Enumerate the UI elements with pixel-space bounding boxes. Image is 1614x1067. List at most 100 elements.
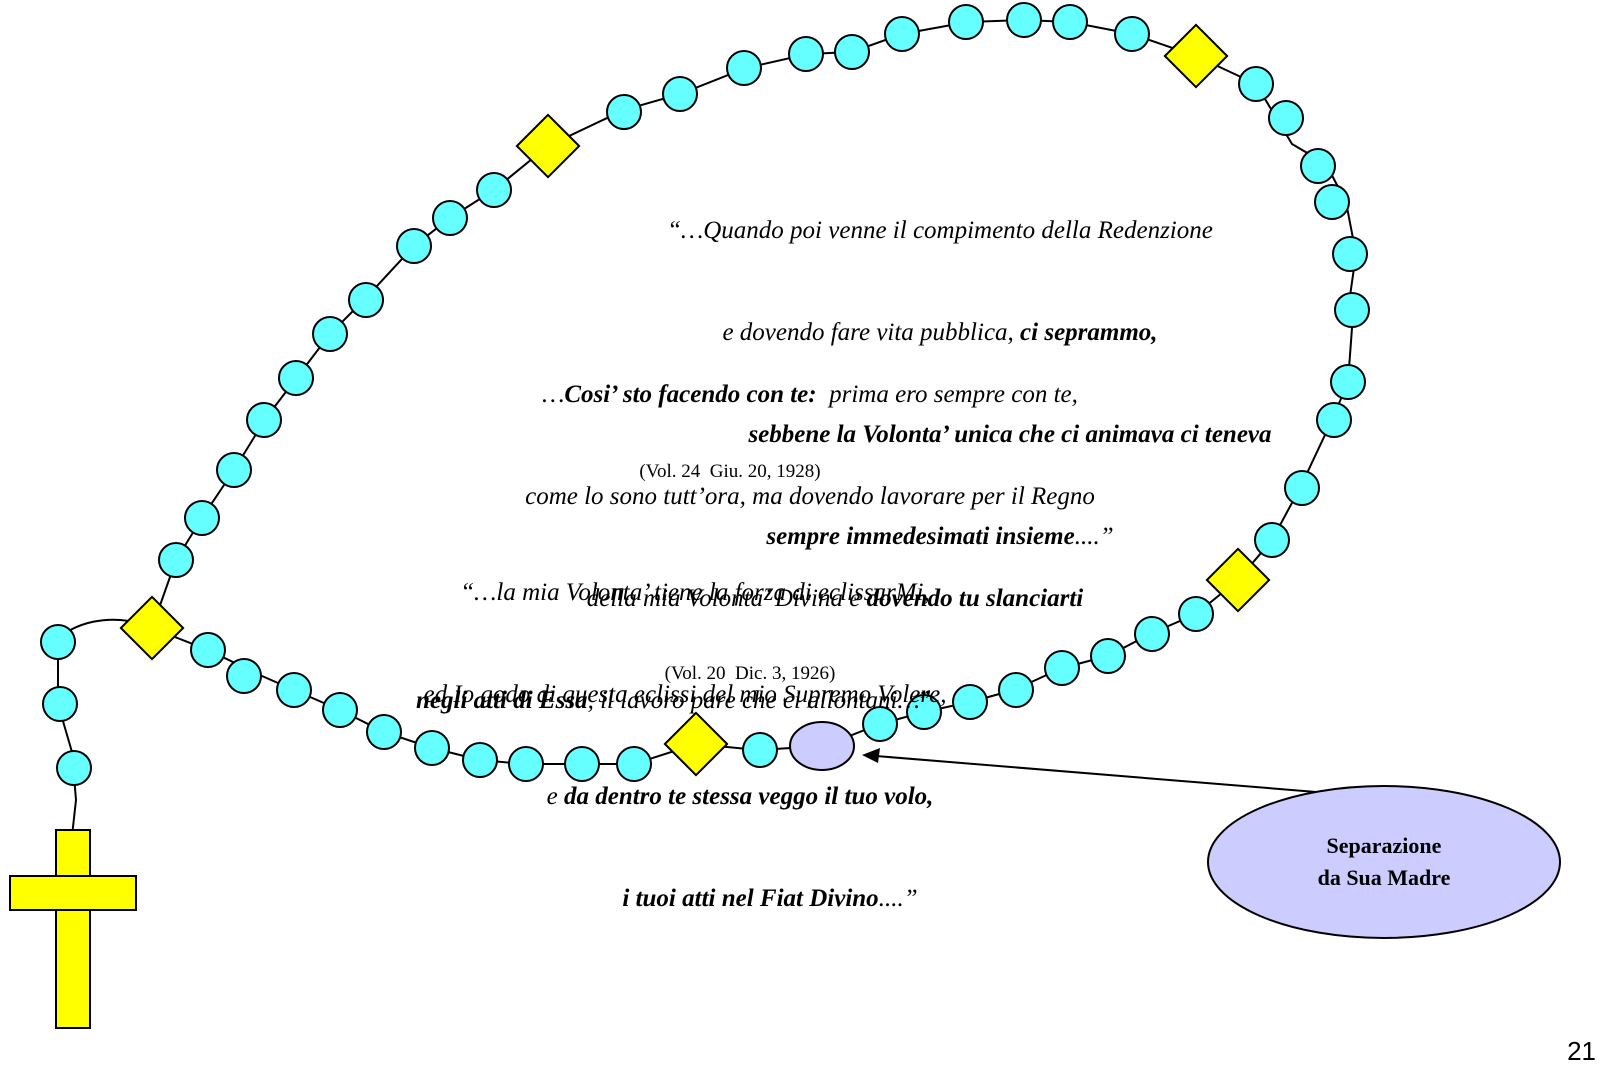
bead	[246, 402, 282, 438]
bead	[884, 16, 920, 52]
cross	[9, 829, 137, 1029]
quote-2-line-4-close: ”	[919, 687, 931, 714]
bead	[616, 746, 652, 782]
quote-2-line-4-bold: negli atti di Essa	[416, 687, 588, 714]
bead	[788, 36, 824, 72]
bead	[1044, 650, 1080, 686]
page-number: 21	[1567, 1036, 1596, 1066]
bead	[190, 632, 226, 668]
quote-2-line-1-prefix: …	[542, 381, 565, 408]
callout-label: Separazione da Sua Madre	[1214, 830, 1554, 894]
bead	[278, 360, 314, 396]
bead	[948, 4, 984, 40]
quote-3-line-3-bold: da dentro te stessa veggo il tuo volo,	[563, 783, 934, 810]
bead	[366, 714, 402, 750]
quote-2-reference: (Vol. 24 Giu. 20, 1928)	[639, 461, 821, 482]
bead	[184, 500, 220, 536]
quote-1-line-4-bold: sempre immedesimati insieme	[766, 523, 1075, 550]
bead	[834, 34, 870, 70]
bead	[432, 200, 468, 236]
bead	[348, 282, 384, 318]
quote-2-line-3: della mia Volonta’ Divina e dovendo tu s…	[380, 582, 1240, 616]
bead	[862, 706, 898, 742]
quote-3-line-3: e da dentro te stessa veggo il tuo volo,	[330, 780, 1190, 814]
bead	[1178, 596, 1214, 632]
bead	[742, 732, 778, 768]
bead	[998, 672, 1034, 708]
bead	[276, 672, 312, 708]
quote-1-line-2: e dovendo fare vita pubblica, ci sepramm…	[560, 316, 1320, 350]
quote-3-line-4-bold: i tuoi atti nel Fiat Divino	[622, 885, 879, 912]
pendant-bead	[40, 624, 76, 660]
bead	[1334, 292, 1370, 328]
pendant-bead	[42, 686, 78, 722]
quote-3-reference: (Vol. 20 Dic. 3, 1926)	[664, 663, 836, 684]
bead	[1300, 148, 1336, 184]
quote-2-line-1-bold: Cosi’ sto facendo con te:	[564, 381, 817, 408]
quote-1-line-4-text: ....”	[1074, 523, 1114, 550]
bead	[906, 694, 942, 730]
callout-line-1: Separazione	[1326, 833, 1442, 858]
quote-2-line-4-text: , il lavoro pare che ci allontani…	[587, 687, 920, 714]
bead	[1052, 4, 1088, 40]
quote-3-line-4: i tuoi atti nel Fiat Divino....”	[330, 882, 1190, 916]
marker-diamond	[1205, 547, 1271, 613]
bead	[1332, 236, 1368, 272]
quote-1-line-3: sebbene la Volonta’ unica che ci animava…	[560, 418, 1320, 452]
quote-3-line-1: “…la mia Volonta’ tiene la forza di ecli…	[460, 579, 930, 606]
quote-3: “…la mia Volonta’ tiene la forza di ecli…	[330, 508, 1190, 984]
quote-3-line-3-text: e	[546, 783, 564, 810]
bead	[1238, 66, 1274, 102]
marker-diamond	[119, 595, 185, 661]
quote-2-line-3-bold: dovendo tu slanciarti	[866, 585, 1084, 612]
quote-3-line-2: ed Io godo di questa eclissi del mio Sup…	[423, 681, 947, 708]
marker-diamond	[1163, 23, 1229, 89]
bead	[1316, 402, 1352, 438]
pendant-bead	[56, 750, 92, 786]
quote-2-line-2: come lo sono tutt’ora, ma dovendo lavora…	[525, 483, 1095, 510]
callout-line-2: da Sua Madre	[1317, 865, 1451, 890]
marker-diamond	[515, 113, 581, 179]
quote-2-line-4: negli atti di Essa, il lavoro pare che c…	[380, 684, 1240, 718]
bead	[662, 76, 698, 112]
bead	[322, 692, 358, 728]
bead	[476, 172, 512, 208]
bead	[564, 746, 600, 782]
quote-2-line-1-text: prima ero sempre con te,	[816, 381, 1078, 408]
separation-bead	[789, 721, 855, 771]
bead	[1134, 616, 1170, 652]
quote-2-line-1: …Cosi’ sto facendo con te: prima ero sem…	[380, 378, 1240, 412]
bead	[726, 50, 762, 86]
bead	[1090, 638, 1126, 674]
bead	[1284, 470, 1320, 506]
bead	[462, 742, 498, 778]
callout-bubble	[1207, 785, 1561, 939]
quote-1-line-3-bold: sebbene la Volonta’ unica che ci animava…	[748, 421, 1272, 448]
bead	[312, 316, 348, 352]
bead	[396, 228, 432, 264]
marker-diamond	[663, 711, 729, 777]
quote-1-line-2-text: e dovendo fare vita pubblica,	[722, 319, 1021, 346]
bead	[1330, 364, 1366, 400]
bead	[1114, 16, 1150, 52]
quote-1-line-1: “…Quando poi venne il compimento della R…	[667, 217, 1213, 244]
quote-3-line-4-text: ....”	[878, 885, 918, 912]
bead	[1254, 522, 1290, 558]
quote-2: …Cosi’ sto facendo con te: prima ero sem…	[380, 310, 1240, 786]
bead	[1006, 2, 1042, 38]
quote-1: “…Quando poi venne il compimento della R…	[560, 146, 1320, 622]
bead	[414, 730, 450, 766]
callout-arrow	[862, 748, 1391, 799]
bead	[1314, 184, 1350, 220]
quote-2-line-3-text: della mia Volonta’ Divina e	[586, 585, 867, 612]
bead	[216, 452, 252, 488]
bead	[606, 94, 642, 130]
quote-1-line-4: sempre immedesimati insieme....”	[560, 520, 1320, 554]
bead	[158, 542, 194, 578]
bead	[1268, 100, 1304, 136]
bead	[952, 684, 988, 720]
bead	[508, 746, 544, 782]
quote-1-line-2-bold: ci seprammo,	[1020, 319, 1158, 346]
